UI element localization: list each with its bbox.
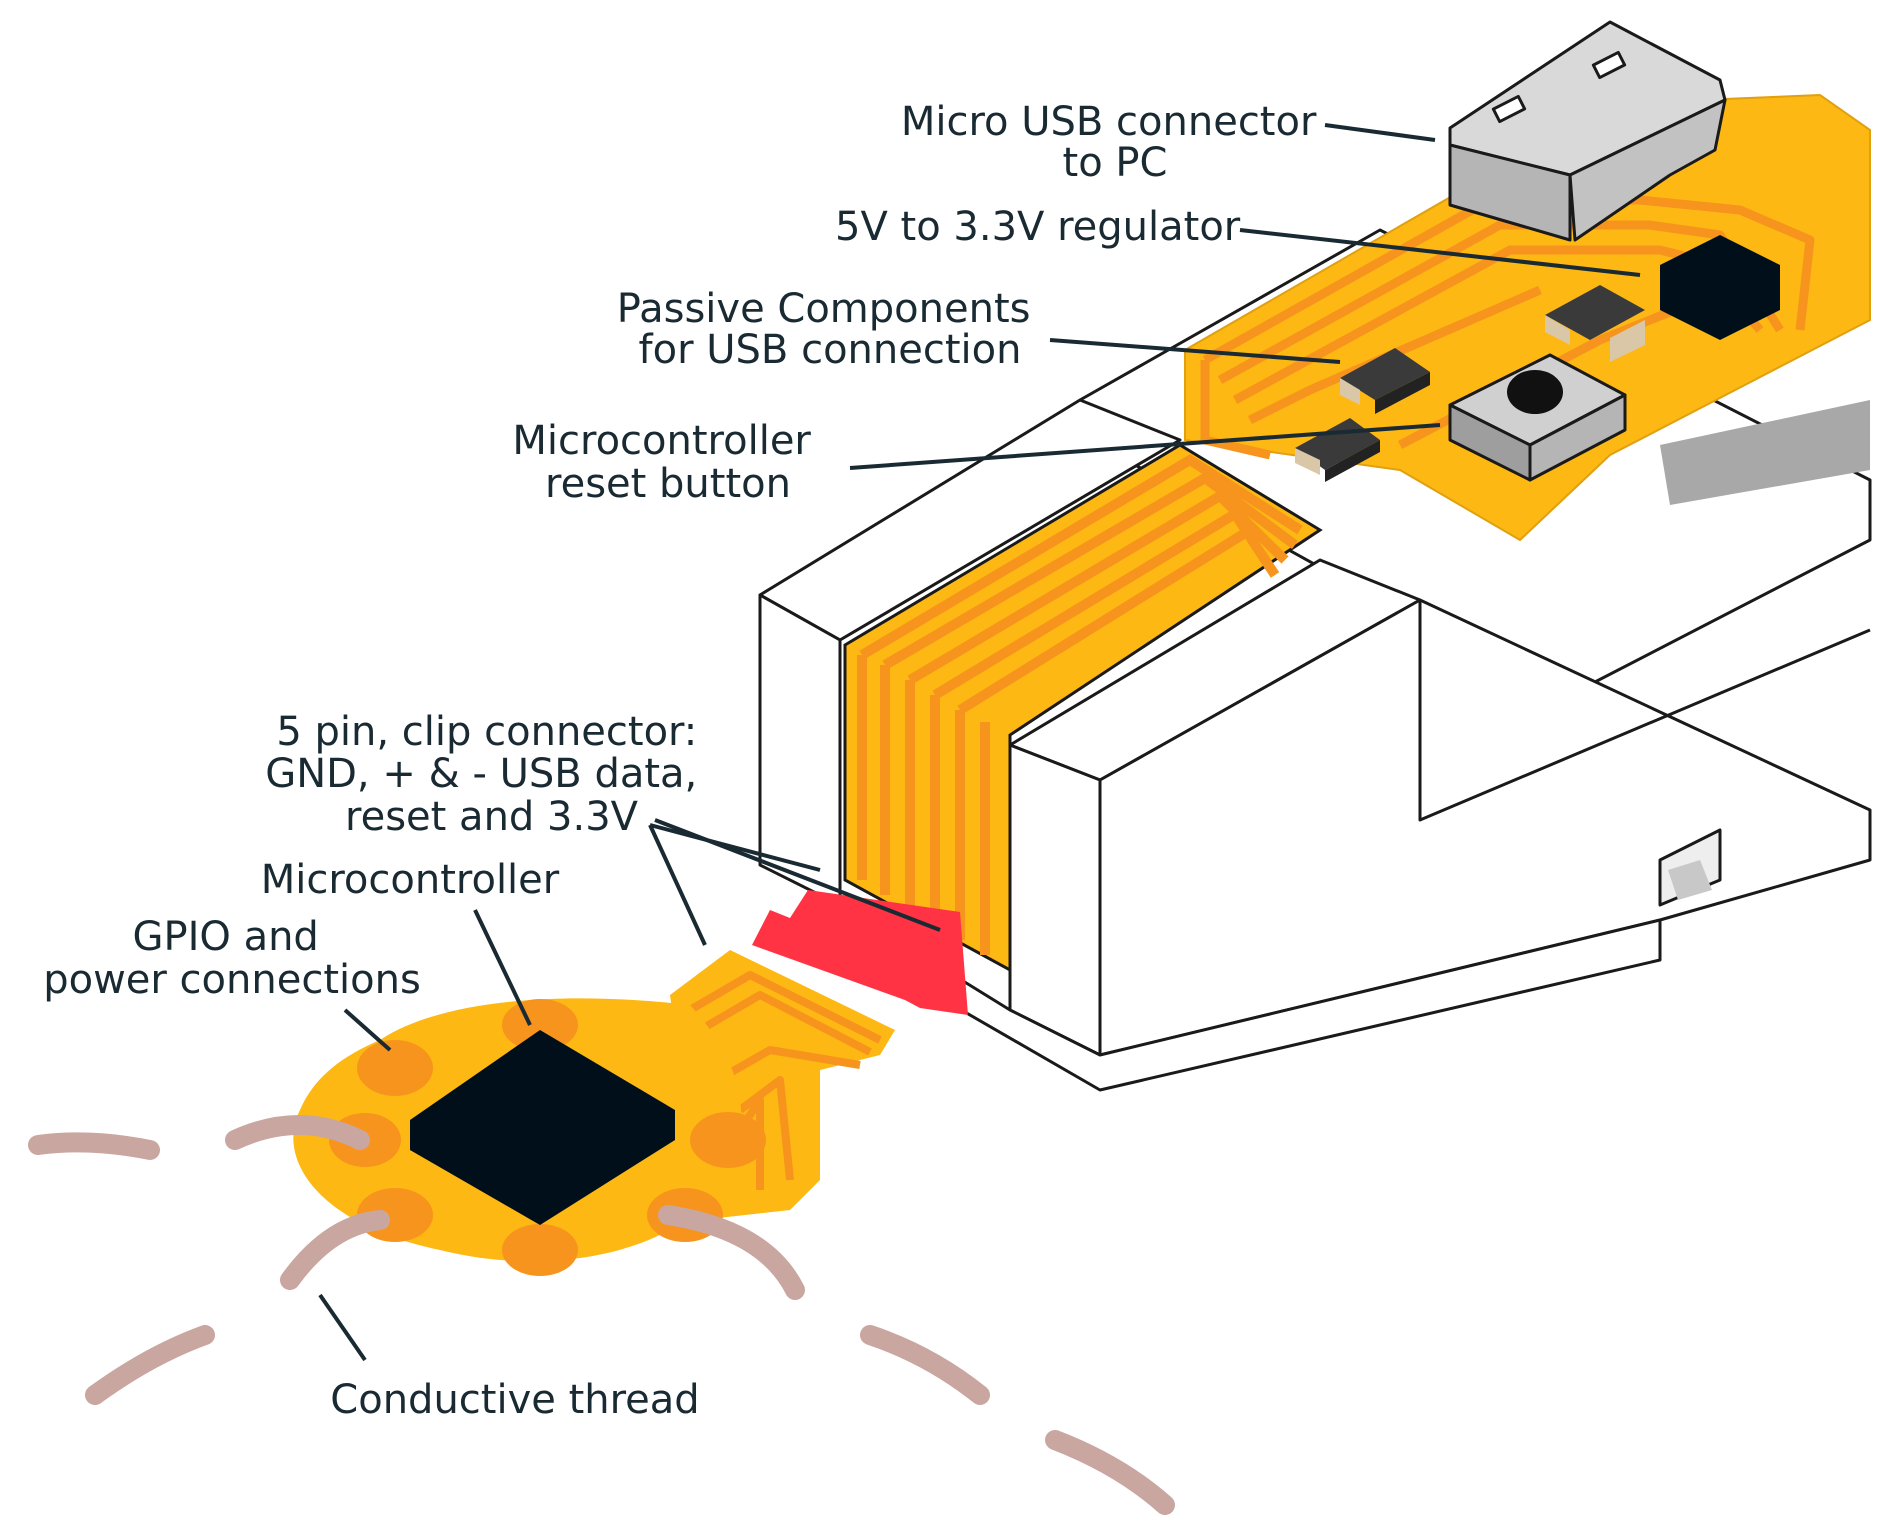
leader-passive	[1049, 338, 1341, 364]
label-usb-line-2: to PC	[1063, 140, 1168, 186]
leader-thread	[318, 1293, 367, 1362]
leader-clip-2	[648, 824, 707, 946]
label-passive-line-1: Passive Components	[617, 286, 1031, 332]
gpio-pad-6	[502, 1224, 578, 1276]
label-clip-line-3: reset and 3.3V	[345, 794, 639, 840]
gpio-pad-1	[357, 1040, 433, 1096]
leader-reset	[849, 423, 1441, 470]
housing-front-right	[1008, 743, 1102, 1057]
leader-clip-1	[649, 823, 821, 872]
leader-clip-3	[654, 818, 941, 932]
label-clip-line-2: GND, + & - USB data,	[265, 751, 697, 797]
thread-5	[85, 1325, 215, 1405]
label-gpio-line-2: power connections	[43, 957, 421, 1003]
usb-pin-2	[1591, 50, 1627, 80]
conductive-thread	[28, 1115, 1175, 1515]
leader-gpio	[343, 1008, 392, 1052]
microcontroller-chip	[410, 1030, 675, 1225]
label-regulator: 5V to 3.3V regulator	[835, 204, 1241, 250]
cable-bottom	[1668, 860, 1712, 900]
thread-2	[225, 1115, 370, 1150]
micro-usb-connector	[1448, 20, 1727, 242]
usb-side	[1568, 98, 1727, 242]
leader-mcu	[473, 909, 532, 1026]
housing-step	[1418, 600, 1871, 822]
label-thread: Conductive thread	[330, 1377, 699, 1423]
leader-regulator	[1239, 228, 1641, 277]
label-reset: Microcontroller reset button	[512, 418, 823, 507]
gpio-pad-2	[502, 999, 578, 1051]
small-flex-module	[293, 950, 895, 1276]
label-clip: 5 pin, clip connector: GND, + & - USB da…	[265, 709, 710, 840]
cable-right	[1660, 400, 1870, 505]
passive-c2	[1545, 285, 1645, 362]
groove-traces	[857, 454, 1303, 955]
leader-lines	[318, 123, 1641, 1362]
gpio-pad-4	[690, 1112, 766, 1168]
thread-6	[860, 1325, 990, 1405]
regulator-chip	[1660, 235, 1780, 340]
reset-button-cap	[1507, 370, 1563, 414]
label-usb-connector: Micro USB connector to PC	[901, 99, 1329, 186]
thread-1	[28, 1132, 160, 1160]
side-cable	[1660, 400, 1870, 900]
label-reset-line-2: reset button	[545, 461, 791, 507]
passive-c1	[1340, 348, 1430, 414]
label-usb-line-1: Micro USB connector	[901, 99, 1317, 145]
leader-usb	[1324, 123, 1436, 142]
reset-button-side	[1528, 393, 1627, 482]
label-regulator-line-1: 5V to 3.3V regulator	[835, 204, 1241, 250]
groove-flex	[843, 443, 1323, 973]
thread-7	[1045, 1430, 1175, 1515]
label-clip-line-1: 5 pin, clip connector:	[276, 709, 697, 755]
label-reset-line-1: Microcontroller	[512, 418, 811, 464]
thread-3	[280, 1210, 390, 1290]
usb-front	[1448, 143, 1572, 242]
label-mcu: Microcontroller	[261, 857, 560, 903]
label-passive-line-2: for USB connection	[639, 327, 1022, 373]
label-gpio-line-1: GPIO and	[132, 914, 318, 960]
label-thread-line-1: Conductive thread	[330, 1377, 699, 1423]
reset-button	[1448, 353, 1627, 482]
label-mcu-line-1: Microcontroller	[261, 857, 560, 903]
label-passive: Passive Components for USB connection	[617, 286, 1043, 373]
usb-pin-1	[1491, 94, 1527, 124]
label-gpio: GPIO and power connections	[43, 914, 421, 1003]
thread-4	[658, 1205, 805, 1300]
